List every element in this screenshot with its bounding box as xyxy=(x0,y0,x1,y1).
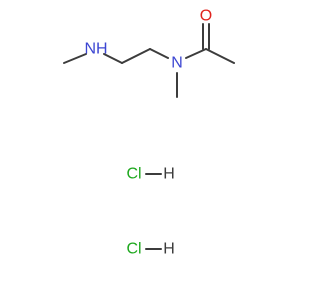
structure-canvas: NH N O Cl H Cl H xyxy=(63,8,235,258)
carbonyl-oxygen-label: O xyxy=(200,8,212,25)
hcl-1-hydrogen-label: H xyxy=(163,166,175,183)
amide-nitrogen-label: N xyxy=(171,55,183,72)
bond-amine-ch2 xyxy=(103,53,123,64)
hcl-1-chlorine-label: Cl xyxy=(126,166,141,183)
bond-carbonyl-methyl xyxy=(205,48,235,64)
bond-methyl-amine xyxy=(63,53,87,64)
hcl-2-hydrogen-label: H xyxy=(163,241,175,258)
bond-amide-carbonyl xyxy=(185,48,207,59)
bond-ch2-amide xyxy=(149,48,169,59)
molecule-diagram: NH N O Cl H Cl H xyxy=(63,8,235,258)
amine-nitrogen-label: NH xyxy=(84,41,107,58)
bond-ch2-ch2 xyxy=(121,48,151,64)
hcl-2-chlorine-label: Cl xyxy=(126,241,141,258)
